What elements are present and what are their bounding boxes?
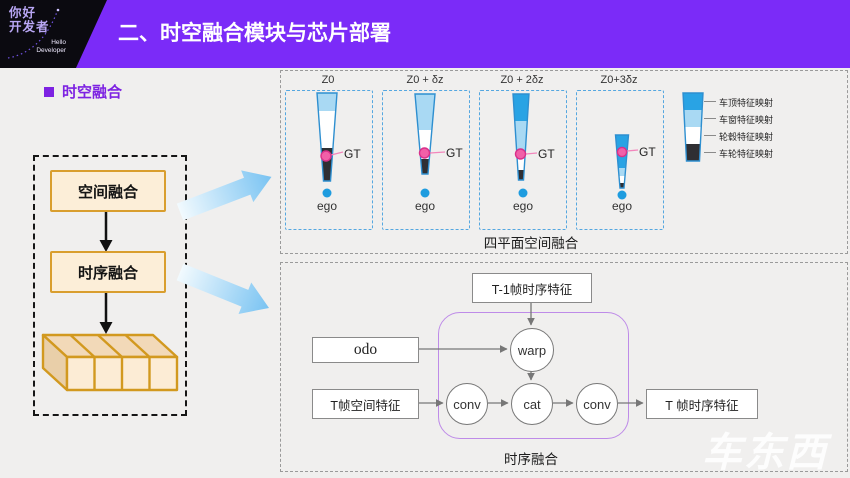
plane-label-3: Z0 + 2δz xyxy=(500,74,544,86)
gt-label-2: GT xyxy=(446,146,463,160)
spatial-panel-container xyxy=(280,70,848,254)
plane-label-2: Z0 + δz xyxy=(406,74,444,86)
gt-label-4: GT xyxy=(639,145,656,159)
plane-panel-2 xyxy=(382,90,470,230)
badge-en-line1: Hello xyxy=(51,39,66,46)
ego-label-3: ego xyxy=(512,199,534,213)
ego-label-1: ego xyxy=(316,199,338,213)
warp-node: warp xyxy=(510,328,554,372)
conv-node-1: conv xyxy=(446,383,488,425)
badge-cn-line1: 你好 xyxy=(9,6,37,20)
plane-label-1: Z0 xyxy=(321,74,335,86)
page-title: 二、时空融合模块与芯片部署 xyxy=(118,22,391,45)
plane-panel-1 xyxy=(285,90,373,230)
conv-node-2: conv xyxy=(576,383,618,425)
legend-item-hub: 轮毂特征映射 xyxy=(719,132,774,142)
temporal-fusion-box: 时序融合 xyxy=(50,251,166,293)
temporal-caption: 时序融合 xyxy=(504,452,558,467)
badge-cn-line2: 开发者 xyxy=(9,20,50,34)
watermark: 车东西 xyxy=(702,431,828,475)
badge-en-text: Hello Developer xyxy=(14,39,66,55)
t-minus-1-feature-box: T-1帧时序特征 xyxy=(472,273,592,303)
ego-label-4: ego xyxy=(611,199,633,213)
badge-cn-text: 你好 开发者 xyxy=(9,6,50,34)
plane-label-4: Z0+3δz xyxy=(600,74,638,86)
temporal-panel-container xyxy=(280,262,848,472)
legend-item-window: 车窗特征映射 xyxy=(719,115,774,125)
gt-label-3: GT xyxy=(538,147,555,161)
section-heading: 时空融合 xyxy=(44,81,122,102)
odo-box: odo xyxy=(312,337,419,363)
legend-item-roof: 车顶特征映射 xyxy=(719,98,774,108)
section-heading-label: 时空融合 xyxy=(62,84,123,101)
fusion-core-container xyxy=(438,312,629,439)
legend-item-wheel: 车轮特征映射 xyxy=(719,149,774,159)
cat-node: cat xyxy=(511,383,553,425)
square-bullet-icon xyxy=(44,87,54,97)
t-spatial-feature-box: T帧空间特征 xyxy=(312,389,419,419)
badge-en-line2: Developer xyxy=(36,47,66,54)
spatial-caption: 四平面空间融合 xyxy=(483,236,579,251)
header-banner xyxy=(0,0,850,68)
plane-panel-3 xyxy=(479,90,567,230)
gt-label-1: GT xyxy=(344,147,361,161)
plane-panel-4 xyxy=(576,90,664,230)
t-temporal-feature-box: T 帧时序特征 xyxy=(646,389,758,419)
blue-arrow-to-spatial xyxy=(176,170,272,221)
spatial-fusion-box: 空间融合 xyxy=(50,170,166,212)
ego-label-2: ego xyxy=(414,199,436,213)
blue-arrow-to-temporal xyxy=(176,263,270,314)
